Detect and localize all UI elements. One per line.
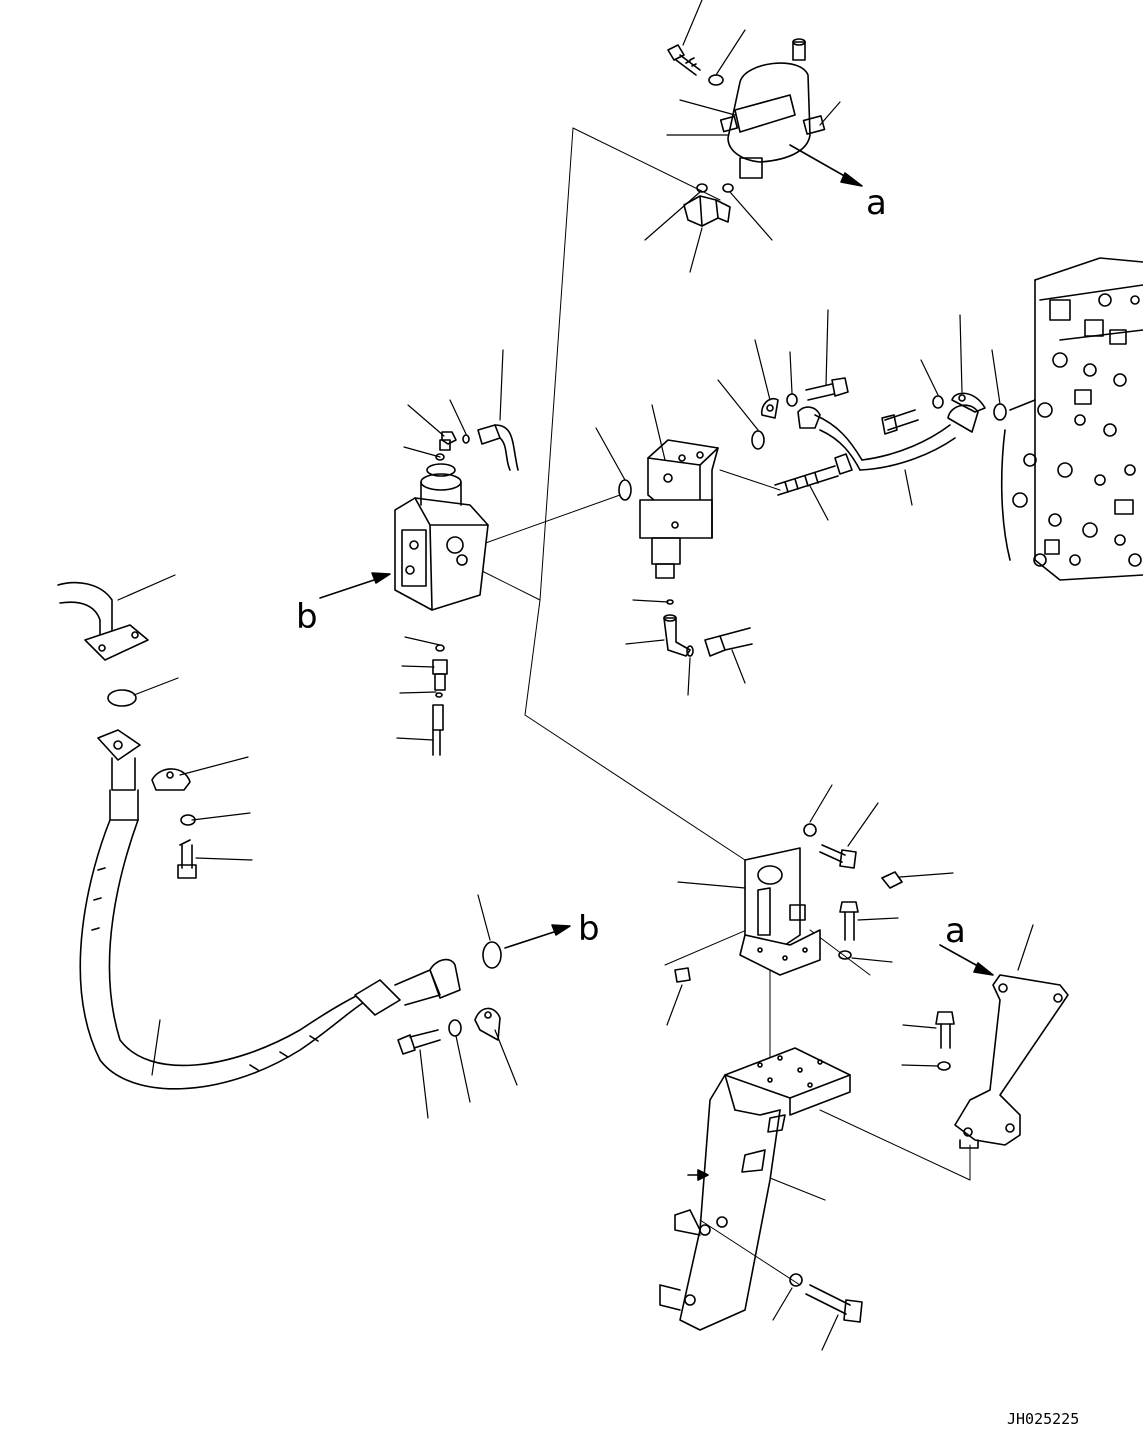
- bracket-vertical-bolt: [839, 901, 859, 941]
- pilot-adapter: [432, 659, 448, 691]
- o-ring: [696, 183, 708, 193]
- bolt: [805, 377, 849, 401]
- leader-lines: [151, 756, 518, 1119]
- pilot-small-ring: [435, 692, 443, 698]
- leader-lines: [666, 784, 954, 1026]
- flange-o-ring: [107, 689, 137, 707]
- large-hose: [79, 729, 461, 1090]
- callout-b-arrow-line-2: [504, 929, 561, 949]
- leader-lines: [644, 0, 841, 273]
- leader-lines: [901, 924, 1034, 1067]
- washer: [786, 393, 798, 407]
- control-valve-body: [1000, 257, 1143, 581]
- leader-lines: [769, 1177, 839, 1351]
- long-bolt: [774, 453, 853, 496]
- solenoid-valve: [639, 439, 719, 579]
- clamp-right: [474, 1007, 501, 1041]
- callout-label-a-bottom: a: [945, 911, 966, 951]
- callout-label-b-left: b: [296, 597, 318, 637]
- arrow-marker-frame: [687, 1169, 709, 1181]
- bracket-small-bolt: [674, 967, 691, 983]
- leader-lines: [117, 574, 179, 696]
- callout-label-b-right: b: [578, 909, 600, 949]
- callout-b-arrow-head-2: [551, 924, 571, 936]
- elbow-fitting: [683, 195, 731, 227]
- washer: [932, 395, 944, 409]
- pilot-elbow: [439, 431, 457, 451]
- hose-upper-right: [797, 404, 979, 471]
- leader-lines: [595, 379, 829, 696]
- bolt-lower: [397, 1029, 441, 1055]
- clamp-left: [151, 768, 191, 791]
- accumulator: [719, 38, 826, 179]
- small-elbow: [663, 614, 691, 657]
- o-ring-right: [751, 430, 765, 450]
- valve-bracket: [739, 847, 821, 976]
- bracket-cap: [881, 871, 903, 889]
- o-ring-flange: [482, 941, 502, 969]
- small-o-ring: [686, 645, 694, 657]
- o-ring: [722, 183, 734, 193]
- pilot-hose-lower: [432, 704, 444, 756]
- accumulator-arrow-head: [840, 172, 863, 187]
- support-frame: [659, 1047, 851, 1331]
- pilot-valve-body: [394, 463, 489, 611]
- bracket-washer: [803, 823, 817, 837]
- leader-lines: [396, 349, 504, 741]
- accumulator-bracket: [954, 974, 1069, 1149]
- callout-b-arrow-line: [319, 577, 381, 599]
- pump-outlet-pipe: [57, 581, 149, 661]
- pilot-hose-top: [477, 424, 519, 471]
- frame-bolt: [805, 1284, 863, 1323]
- bolt-left: [177, 839, 197, 879]
- bracket-lower-washer: [838, 950, 852, 960]
- bracket-bolt: [819, 844, 857, 869]
- hose-end-small: [704, 627, 753, 657]
- washer-lower: [448, 1019, 462, 1037]
- callout-b-arrow-head: [371, 572, 391, 584]
- callout-a-arrow-head: [973, 962, 994, 976]
- bolt: [881, 409, 919, 435]
- frame-washer: [789, 1273, 803, 1287]
- pilot-o-ring: [435, 453, 445, 461]
- accumulator-bolt: [667, 44, 701, 76]
- clamp-half: [951, 392, 986, 413]
- clamp-half: [760, 397, 779, 419]
- figure-reference-code: JH025225: [1007, 1410, 1079, 1428]
- pilot-small-o-ring: [462, 434, 470, 444]
- accumulator-bracket-bolt: [935, 1011, 955, 1049]
- callout-label-a-top: a: [866, 183, 887, 223]
- leader-lines: [754, 309, 1001, 506]
